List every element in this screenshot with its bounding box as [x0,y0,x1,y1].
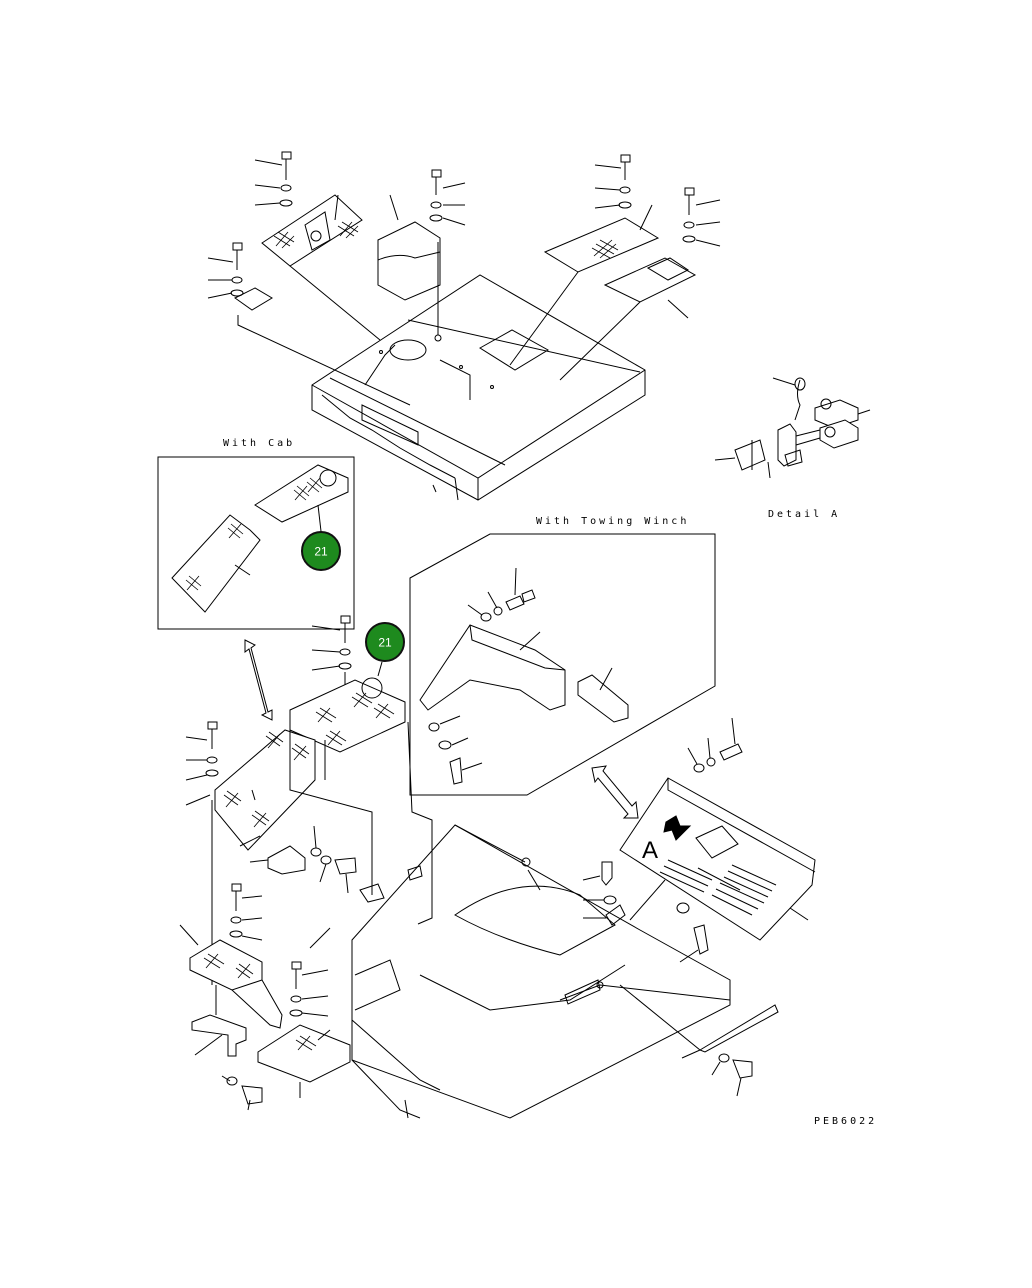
bolt-icon [594,154,632,209]
top-frame-assembly [311,274,646,501]
double-arrow-icon [591,765,639,819]
bolt-icon [289,961,329,1017]
top-left-bracket [261,194,381,341]
arrow-icon [663,815,692,841]
detail-a-drawing [714,377,871,479]
drawing-code: PEB6022 [814,1116,878,1127]
bolt-icon [682,187,721,247]
bolt-icon [185,721,219,781]
label-with-towing-winch: With Towing Winch [536,516,690,527]
callout-badge[interactable]: 21 [301,531,341,571]
top-hardware [207,151,721,319]
bolt-icon [429,169,466,226]
double-arrow-icon [244,639,273,721]
with-towing-winch-inset [409,533,716,796]
center-left-hardware [185,615,357,894]
bolt-icon [254,151,293,207]
bolt-icon [311,615,352,671]
bolt-icon [229,883,263,941]
label-with-cab: With Cab [223,438,296,449]
lower-right-hardware [582,717,779,1097]
bolt-icon [467,567,536,622]
top-left-plate [234,287,411,406]
callout-number: 21 [314,545,328,559]
center-step-assembly [211,677,433,985]
lower-right-vent-plate: A [619,777,816,941]
callout-badge[interactable]: 21 [365,622,405,662]
top-right-plate [509,217,660,366]
lower-frame-assembly [351,824,731,1119]
lower-left-hardware [221,883,331,1111]
top-center-cover [377,221,441,335]
with-cab-inset [157,456,355,630]
bolt-icon [207,242,244,299]
top-right-step [559,257,697,381]
label-detail-a: Detail A [768,509,841,520]
detail-marker: A [642,837,658,864]
leader-lines [344,672,701,1051]
lower-left-step [179,924,351,1098]
callout-number: 21 [378,636,392,650]
